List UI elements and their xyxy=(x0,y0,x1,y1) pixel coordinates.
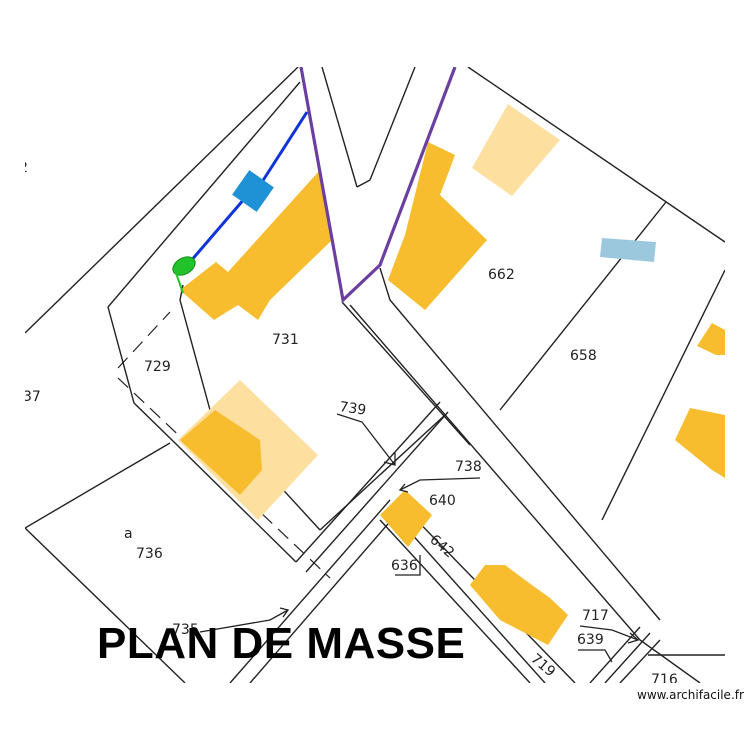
parcel-label-640: 640 xyxy=(429,493,456,509)
parcel-label-739: 739 xyxy=(338,399,367,419)
pool xyxy=(600,238,656,262)
parcel-label-636: 636 xyxy=(391,558,418,574)
parcel-label-658: 658 xyxy=(570,348,597,364)
parcel-label-736: 736 xyxy=(136,546,163,562)
parcel-label-2: 2 xyxy=(19,160,28,176)
buildings-existing xyxy=(180,142,725,645)
parcel-lines xyxy=(25,67,725,683)
parcel-label-639: 639 xyxy=(577,632,604,648)
tank-square xyxy=(232,170,274,212)
leader-arrows xyxy=(199,413,640,663)
meter-icon xyxy=(172,256,196,294)
parcel-label-738: 738 xyxy=(455,459,482,475)
parcel-label-731: 731 xyxy=(272,332,299,348)
parcel-label-729: 729 xyxy=(144,359,171,375)
parcel-label-662: 662 xyxy=(488,267,515,283)
plan-title: PLAN DE MASSE xyxy=(97,619,466,668)
parcel-label-716: 716 xyxy=(651,672,678,688)
network-line xyxy=(188,111,309,263)
parcel-label-735: 735 xyxy=(172,622,199,638)
property-boundary xyxy=(299,67,457,304)
parcel-label-717: 717 xyxy=(582,608,609,624)
parcel-label-a: a xyxy=(124,526,133,542)
parcel-label-737: 37 xyxy=(23,389,41,405)
watermark: www.archifacile.fr xyxy=(637,688,744,702)
